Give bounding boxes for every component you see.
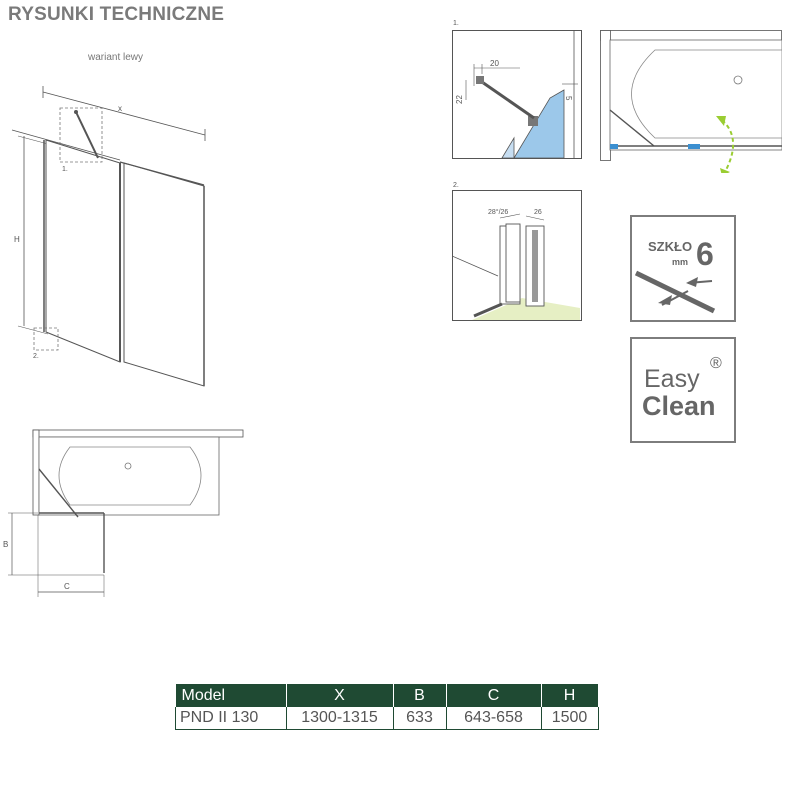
glass-unit: mm — [672, 257, 688, 267]
spec-header-b: B — [393, 684, 447, 707]
glass-thickness-badge: SZKŁO mm 6 — [630, 215, 736, 322]
spec-cell-h: 1500 — [541, 707, 599, 730]
spec-header-model: Model — [175, 684, 287, 707]
detail-1-drawing: 1. 20 22 5 — [452, 20, 582, 159]
easy-clean-badge: Easy ® Clean — [630, 337, 736, 443]
spec-header-x: X — [286, 684, 394, 707]
detail-2-number: 2. — [453, 182, 459, 189]
dim-x-label: x — [118, 104, 122, 113]
dim-h-label: H — [14, 235, 20, 244]
spec-cell-b: 633 — [393, 707, 447, 730]
detail-2-drawing: 2. 28°/26 26 — [452, 182, 582, 321]
detail-1-dim-top: 20 — [490, 59, 499, 68]
easy-clean-line1: Easy — [644, 365, 700, 393]
spec-table-header-row: Model X B C H — [175, 684, 599, 707]
easy-clean-line2: Clean — [642, 391, 716, 421]
spec-cell-x: 1300-1315 — [286, 707, 394, 730]
dim-b-label: B — [3, 540, 8, 549]
detail-2-dim-left: 28°/26 — [488, 208, 508, 216]
spec-cell-model: PND II 130 — [175, 707, 287, 730]
detail-2-marker: 2. — [33, 353, 39, 360]
detail-2-dim-right: 26 — [534, 209, 542, 216]
table-row: PND II 130 1300-1315 633 643-658 1500 — [175, 707, 599, 730]
spec-cell-c: 643-658 — [446, 707, 542, 730]
page-title: RYSUNKI TECHNICZNE — [8, 4, 225, 25]
spec-header-h: H — [541, 684, 599, 707]
glass-thickness-value: 6 — [696, 236, 714, 272]
spec-header-c: C — [446, 684, 542, 707]
glass-thickness-icon: SZKŁO mm 6 — [634, 236, 716, 314]
swing-plan-drawing — [600, 30, 782, 173]
detail-1-marker: 1. — [62, 166, 68, 173]
glass-label: SZKŁO — [648, 239, 692, 254]
detail-1-dim-right: 5 — [564, 96, 573, 101]
main-perspective-drawing: x H 1. 2. — [11, 86, 206, 387]
registered-mark: ® — [710, 355, 722, 372]
variant-label: wariant lewy — [88, 52, 144, 63]
plan-view-drawing: B C — [3, 429, 244, 597]
spec-table: Model X B C H PND II 130 1300-1315 633 6… — [175, 684, 599, 730]
detail-1-number: 1. — [453, 20, 459, 27]
dim-c-label: C — [64, 582, 70, 591]
detail-1-dim-left: 22 — [455, 95, 464, 104]
